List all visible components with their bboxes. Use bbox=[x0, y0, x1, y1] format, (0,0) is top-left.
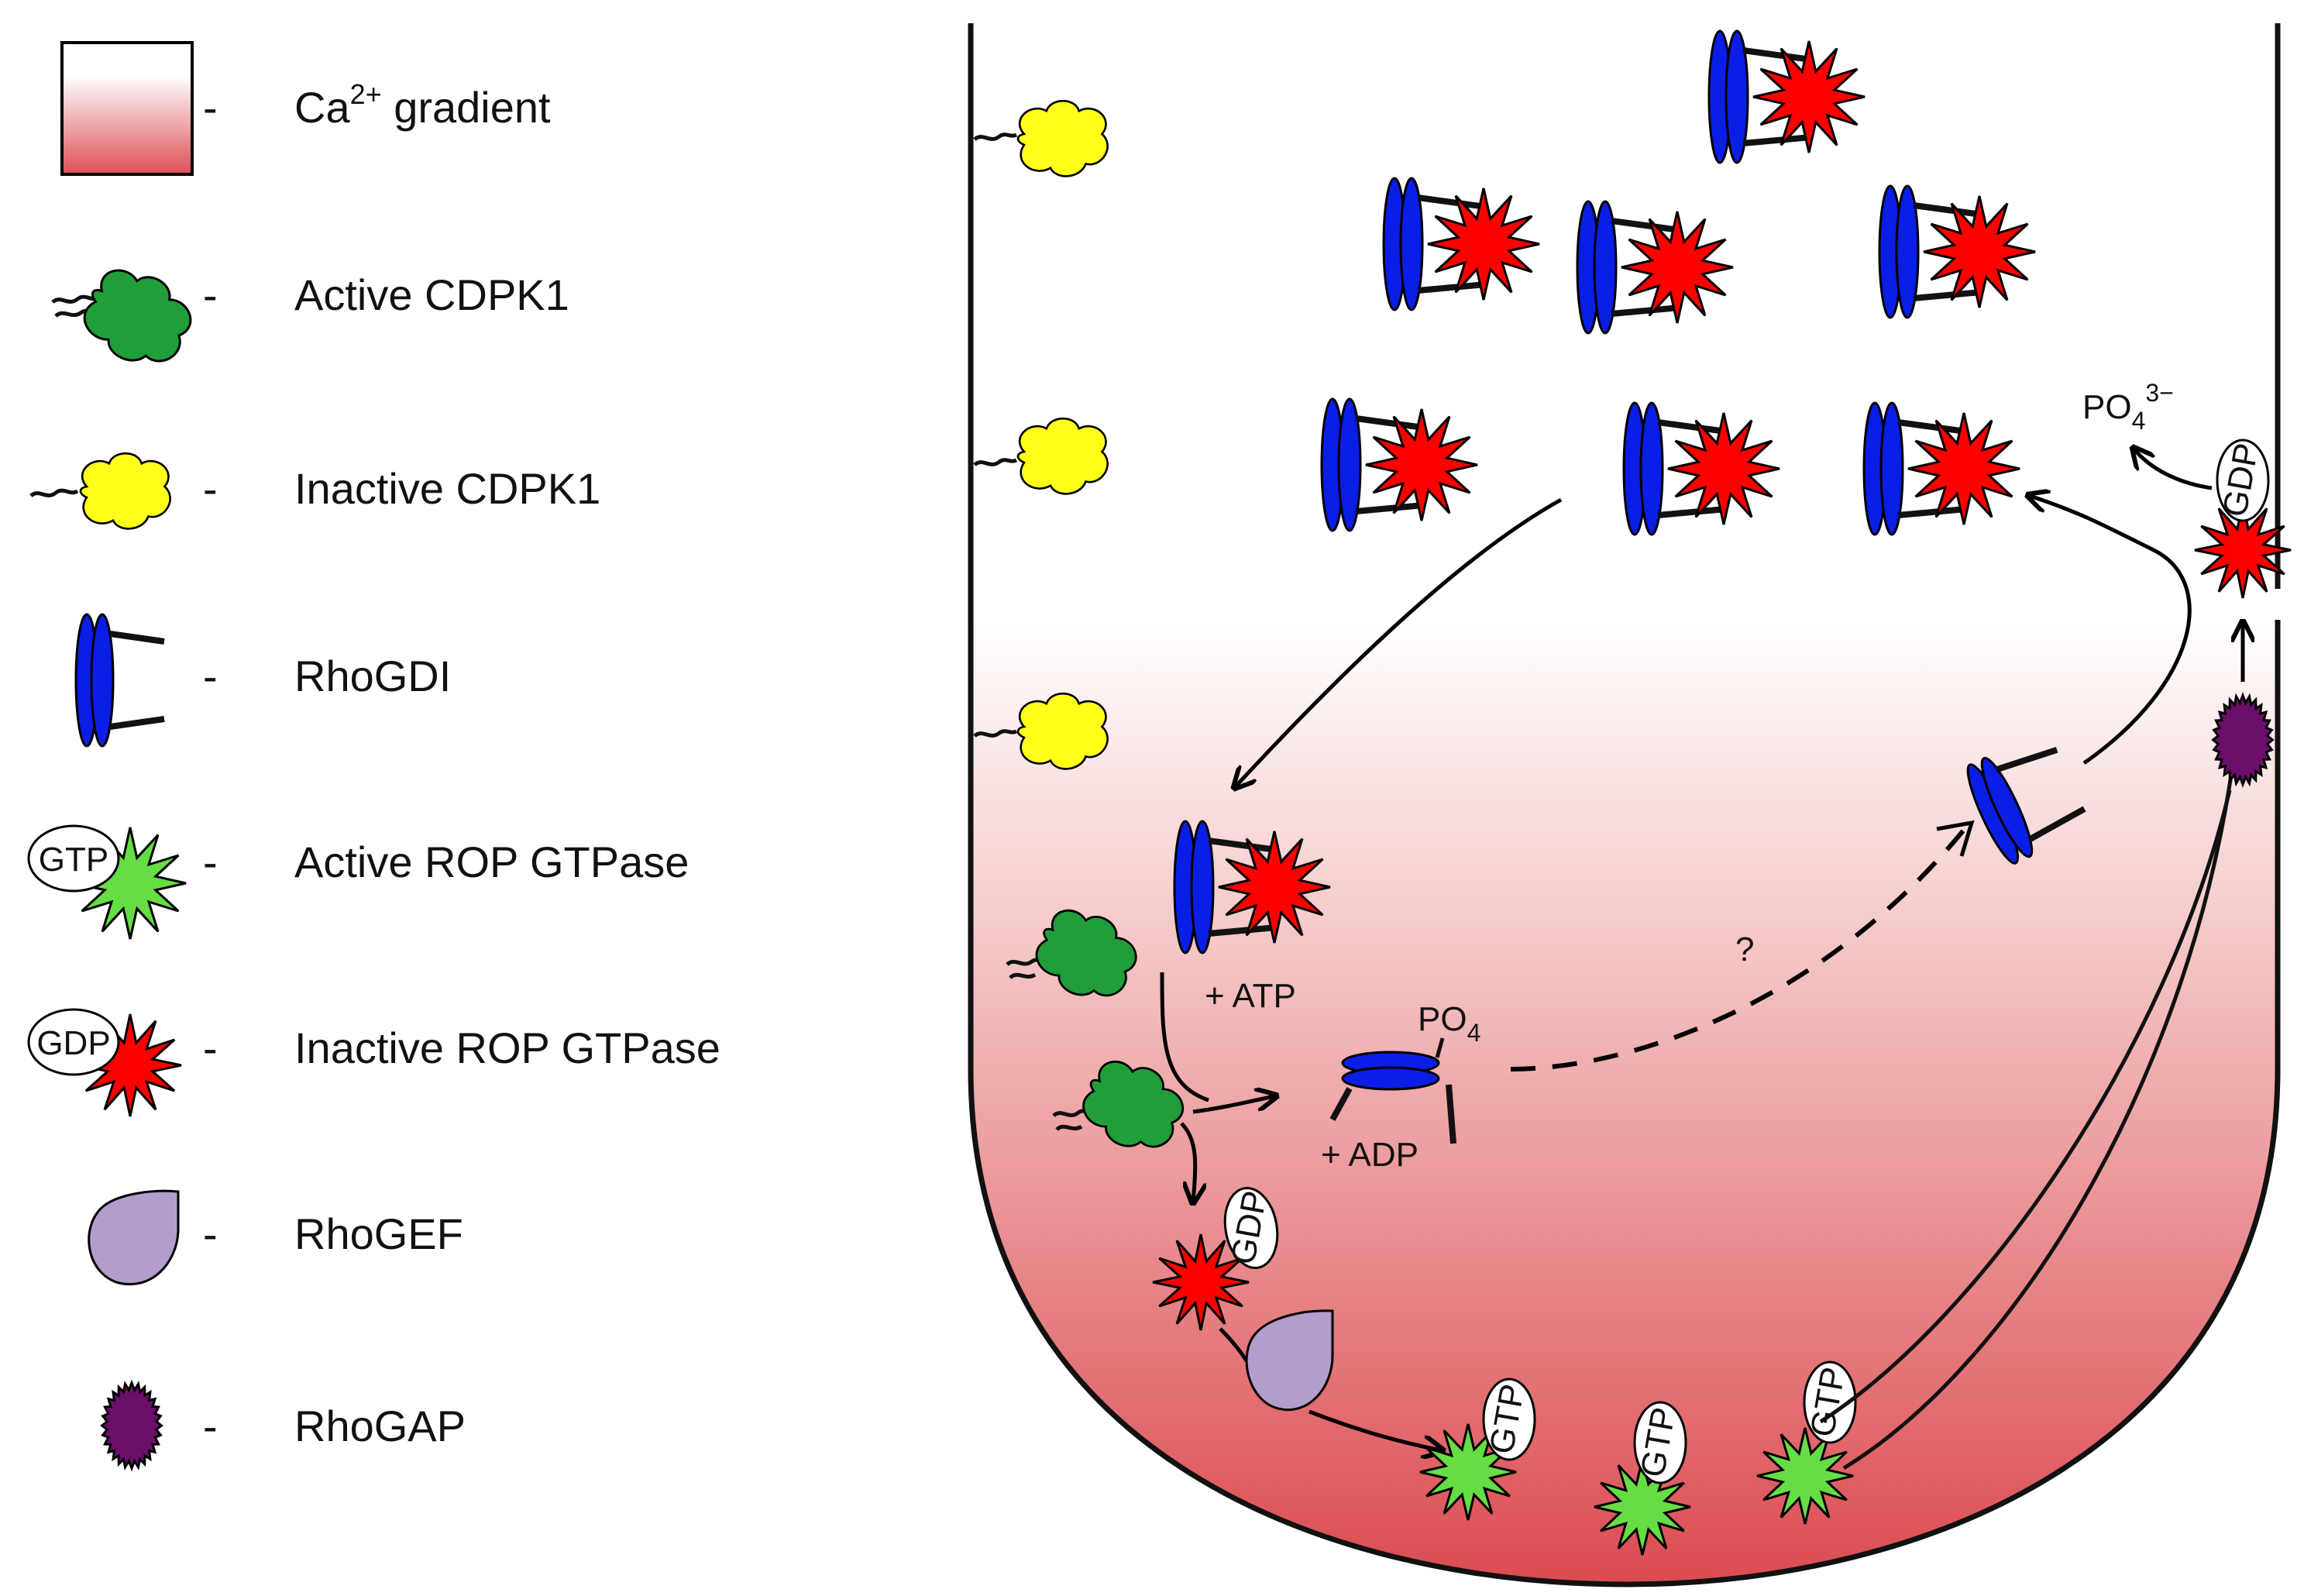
arrow-po4-release bbox=[2134, 449, 2213, 490]
arrow-phosphorylation bbox=[1160, 972, 1209, 1102]
rhogap-icon bbox=[100, 1379, 163, 1472]
legend-item-rhogef: - RhoGEF bbox=[88, 1189, 463, 1285]
arrow-gef-to-active-rop bbox=[1308, 1409, 1441, 1450]
legend-item-active-cdpk1: - Active CDPK1 bbox=[51, 255, 569, 380]
tip-active-cdpk1 bbox=[1006, 896, 1195, 1164]
atp-label: + ATP bbox=[1205, 977, 1296, 1015]
arrow-to-phospho-gdi bbox=[1192, 1096, 1274, 1114]
rhogef-icon bbox=[88, 1189, 180, 1285]
arrow-dashed-head bbox=[1936, 820, 1975, 857]
legend-item-inactive-cdpk1: - Inactive CDPK1 bbox=[29, 452, 600, 531]
gap-inactive-rop: GDP bbox=[2194, 439, 2292, 599]
legend-dash: - bbox=[203, 1402, 218, 1450]
legend-dash: - bbox=[203, 838, 218, 886]
rhogap-membrane bbox=[2211, 692, 2275, 788]
legend: - Ca2+ gradient - Active CDPK1 - Inactiv… bbox=[27, 41, 720, 1472]
active-cdpk1-icon bbox=[51, 255, 204, 380]
rhogdi-icon bbox=[74, 613, 165, 748]
active-cdpk1-tip-1 bbox=[1006, 896, 1148, 1013]
legend-dash: - bbox=[203, 652, 218, 700]
gdi-rop-complex bbox=[1709, 31, 1866, 163]
legend-item-active-rop: GTP - Active ROP GTPase bbox=[27, 824, 689, 940]
inactive-cdpk1-membrane-1 bbox=[973, 99, 1109, 178]
legend-item-rhogdi: - RhoGDI bbox=[74, 613, 451, 748]
membrane-inactive-cdpk1 bbox=[973, 99, 1109, 771]
legend-label-ca-gradient: Ca2+ gradient bbox=[294, 78, 551, 132]
arrow-gdi-recycle bbox=[2030, 496, 2192, 765]
active-rop-icon: GTP bbox=[27, 824, 187, 940]
adp-label: + ADP bbox=[1321, 1136, 1419, 1174]
phospho-rhogdi: PO4 bbox=[1329, 1000, 1480, 1144]
arrow-gdi-to-tip bbox=[1236, 497, 1563, 786]
legend-label-inactive-rop: Inactive ROP GTPase bbox=[294, 1023, 720, 1072]
arrow-dashed-unknown bbox=[1510, 824, 1970, 1071]
released-inactive-rop: GDP bbox=[1152, 1186, 1279, 1331]
legend-item-rhogap: - RhoGAP bbox=[100, 1379, 466, 1472]
legend-dash: - bbox=[203, 1023, 218, 1072]
gdp-tag: GDP bbox=[36, 1024, 110, 1062]
active-rop-3: GTP bbox=[1756, 1360, 1857, 1525]
po4-label: PO4 bbox=[1418, 1000, 1480, 1047]
legend-label-active-rop: Active ROP GTPase bbox=[294, 838, 689, 886]
legend-label-rhogap: RhoGAP bbox=[294, 1402, 466, 1450]
gdi-rop-complex bbox=[1879, 186, 2036, 318]
active-rop-1: GTP bbox=[1419, 1378, 1536, 1521]
legend-item-ca-gradient: - Ca2+ gradient bbox=[60, 41, 551, 176]
inactive-cdpk1-membrane-3 bbox=[973, 692, 1109, 771]
legend-label-active-cdpk1: Active CDPK1 bbox=[294, 270, 569, 319]
line-rop-to-gap-2 bbox=[1819, 789, 2232, 1424]
gtp-tag: GTP bbox=[39, 841, 108, 879]
legend-label-rhogef: RhoGEF bbox=[294, 1209, 463, 1258]
inactive-rop-icon: GDP bbox=[27, 1008, 182, 1117]
arrow-to-released-rop bbox=[1180, 1122, 1195, 1201]
inactive-cdpk1-icon bbox=[29, 452, 172, 531]
ca-gradient-swatch bbox=[60, 41, 194, 176]
gdi-rop-complex bbox=[1384, 178, 1540, 310]
gdi-rop-complex bbox=[1322, 399, 1478, 531]
po4-released-label: PO43− bbox=[2082, 379, 2174, 435]
legend-dash: - bbox=[203, 270, 218, 319]
active-cdpk1-tip-2 bbox=[1052, 1047, 1195, 1164]
tube-wall-tip bbox=[968, 620, 2281, 1587]
pollen-tube bbox=[968, 23, 2281, 1587]
legend-label-inactive-cdpk1: Inactive CDPK1 bbox=[294, 464, 600, 513]
gdi-rop-complex bbox=[1624, 403, 1780, 535]
legend-label-rhogdi: RhoGDI bbox=[294, 652, 451, 700]
inactive-cdpk1-membrane-2 bbox=[973, 417, 1109, 496]
active-rop-2: GTP bbox=[1594, 1401, 1691, 1556]
legend-dash: - bbox=[203, 1209, 218, 1258]
gdi-rop-complex bbox=[1864, 403, 2020, 535]
rhogef-membrane bbox=[1245, 1309, 1334, 1412]
legend-dash: - bbox=[203, 464, 218, 513]
gdi-rop-complex bbox=[1577, 201, 1734, 333]
free-rhogdi bbox=[1966, 747, 2086, 865]
legend-item-inactive-rop: GDP - Inactive ROP GTPase bbox=[27, 1008, 720, 1117]
legend-dash: - bbox=[203, 83, 218, 132]
gdi-rop-complexes bbox=[1174, 31, 2036, 953]
line-rop-to-gap-1 bbox=[1842, 774, 2234, 1470]
gdi-rop-complex bbox=[1174, 821, 1331, 953]
question-mark: ? bbox=[1735, 930, 1754, 968]
